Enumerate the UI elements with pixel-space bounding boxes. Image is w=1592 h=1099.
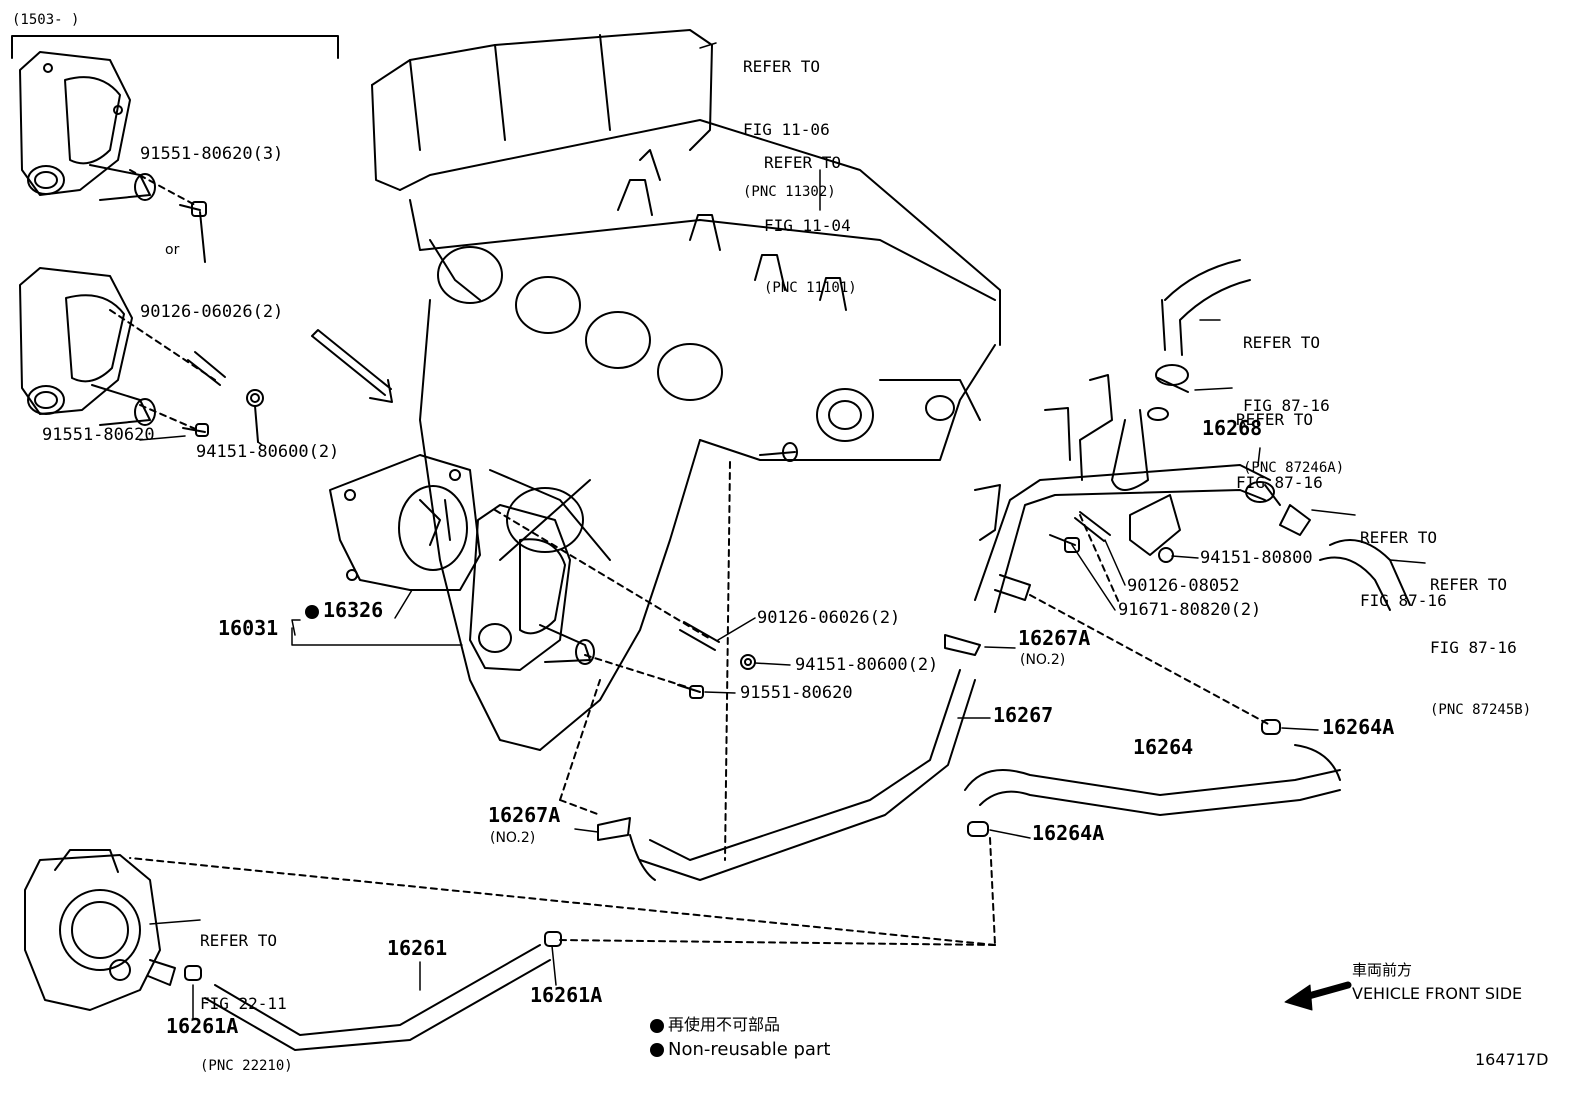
front-direction-jp: 車両前方 <box>1352 961 1413 979</box>
legend-dot-icon <box>650 1043 664 1057</box>
ref-line3: (PNC 87245B) <box>1430 702 1532 718</box>
ref-line3: (PNC 87246A) <box>1243 460 1345 476</box>
part-16031[interactable]: 16031 <box>218 616 279 640</box>
front-direction-en: VEHICLE FRONT SIDE <box>1352 984 1523 1003</box>
ref-line1: REFER TO <box>1236 410 1314 429</box>
ref-fig-11-06[interactable]: REFER TO FIG 11-06 (PNC 11302) <box>743 14 836 224</box>
water-outlet-mid-drawing <box>19 267 264 443</box>
spark-plug-towers <box>617 149 847 311</box>
part-94151-80800[interactable]: 94151-80800 <box>1200 548 1313 568</box>
non-reusable-dot-icon <box>305 604 319 619</box>
part-90126-08052[interactable]: 90126-08052 <box>1127 576 1240 596</box>
ref-line2: FIG 87-16 <box>1360 591 1447 610</box>
part-16326[interactable]: 16326 <box>305 600 383 620</box>
part-16264[interactable]: 16264 <box>1133 735 1194 759</box>
illustration-id: 164717D <box>1475 1050 1549 1069</box>
part-91551-80620-3[interactable]: 91551-80620(3) <box>140 144 284 164</box>
legend-text: Non-reusable part <box>668 1039 831 1060</box>
serial-range: (1503- ) <box>12 12 80 28</box>
part-91671-80820-2[interactable]: 91671-80820(2) <box>1118 600 1262 620</box>
front-arrow-head <box>1284 984 1313 1011</box>
throttle-body-drawing <box>24 849 176 1011</box>
part-16267A-top-no: (NO.2) <box>1020 652 1066 668</box>
ref-line1: REFER TO <box>200 931 278 950</box>
ref-line1: REFER TO <box>1360 528 1438 547</box>
legend-text: 再使用不可部品 <box>668 1015 781 1034</box>
ref-fig-87-16-b[interactable]: REFER TO FIG 87-16 <box>1236 367 1323 514</box>
water-pipe-assembly-drawing <box>974 259 1411 726</box>
part-91551-80620[interactable]: 91551-80620 <box>740 683 853 703</box>
cam-journals <box>437 246 874 442</box>
part-16261A-left[interactable]: 16261A <box>166 1014 239 1038</box>
legend-dot-icon <box>650 1018 664 1033</box>
part-91551-80620-left[interactable]: 91551-80620 <box>42 425 155 445</box>
part-16264A-top[interactable]: 16264A <box>1322 715 1395 739</box>
part-16264A-bottom[interactable]: 16264A <box>1032 821 1105 845</box>
ref-line2: FIG 87-16 <box>1243 396 1330 415</box>
ref-line2: FIG 87-16 <box>1236 473 1323 492</box>
hose-16267-drawing <box>597 634 981 881</box>
ref-fig-87-16-d[interactable]: REFER TO FIG 87-16 (PNC 87245B) <box>1430 532 1531 742</box>
part-16267A-bottom[interactable]: 16267A <box>488 803 561 827</box>
ref-line2: FIG 11-04 <box>764 216 851 235</box>
part-90126-06026-2-left[interactable]: 90126-06026(2) <box>140 302 284 322</box>
ref-line3: (PNC 11101) <box>764 280 857 296</box>
ref-line2: FIG 11-06 <box>743 120 830 139</box>
ref-fig-11-04[interactable]: REFER TO FIG 11-04 (PNC 11101) <box>764 110 857 320</box>
ref-line2: FIG 87-16 <box>1430 638 1517 657</box>
legend-item-en: Non-reusable part <box>650 1040 830 1060</box>
part-90126-06026-2[interactable]: 90126-06026(2) <box>757 608 901 628</box>
part-16326-label: 16326 <box>323 598 384 622</box>
ref-line1: REFER TO <box>743 57 821 76</box>
ref-line3: (PNC 22210) <box>200 1058 293 1074</box>
serial-bracket <box>11 35 339 59</box>
part-16261A-right[interactable]: 16261A <box>530 983 603 1007</box>
part-16268[interactable]: 16268 <box>1202 416 1263 440</box>
part-16267A-bottom-no: (NO.2) <box>490 830 536 846</box>
legend-item-jp: 再使用不可部品 <box>650 1015 780 1035</box>
ref-line2: FIG 22-11 <box>200 994 287 1013</box>
ref-fig-87-16-a[interactable]: REFER TO FIG 87-16 (PNC 87246A) <box>1243 290 1344 500</box>
part-16267[interactable]: 16267 <box>993 703 1054 727</box>
ref-fig-22-11[interactable]: REFER TO FIG 22-11 (PNC 22210) <box>200 888 293 1098</box>
ref-fig-87-16-c[interactable]: REFER TO FIG 87-16 <box>1360 485 1447 632</box>
leader-lines <box>139 42 1426 1019</box>
hose-16261-drawing <box>184 931 562 1051</box>
water-outlet-top-drawing <box>19 51 207 263</box>
ref-line3: (PNC 11302) <box>743 184 836 200</box>
ref-line1: REFER TO <box>1430 575 1508 594</box>
part-16261[interactable]: 16261 <box>387 936 448 960</box>
engine-block-drawing <box>329 29 1001 861</box>
view-arrow <box>311 329 393 403</box>
ref-line1: REFER TO <box>764 153 842 172</box>
part-16267A-top[interactable]: 16267A <box>1018 626 1091 650</box>
alternative-or: or <box>165 242 180 258</box>
hose-16264-drawing <box>129 719 1341 946</box>
ref-line1: REFER TO <box>1243 333 1321 352</box>
part-94151-80600-2[interactable]: 94151-80600(2) <box>795 655 939 675</box>
front-arrow <box>1301 981 1352 1001</box>
part-94151-80600-2-left[interactable]: 94151-80600(2) <box>196 442 340 462</box>
